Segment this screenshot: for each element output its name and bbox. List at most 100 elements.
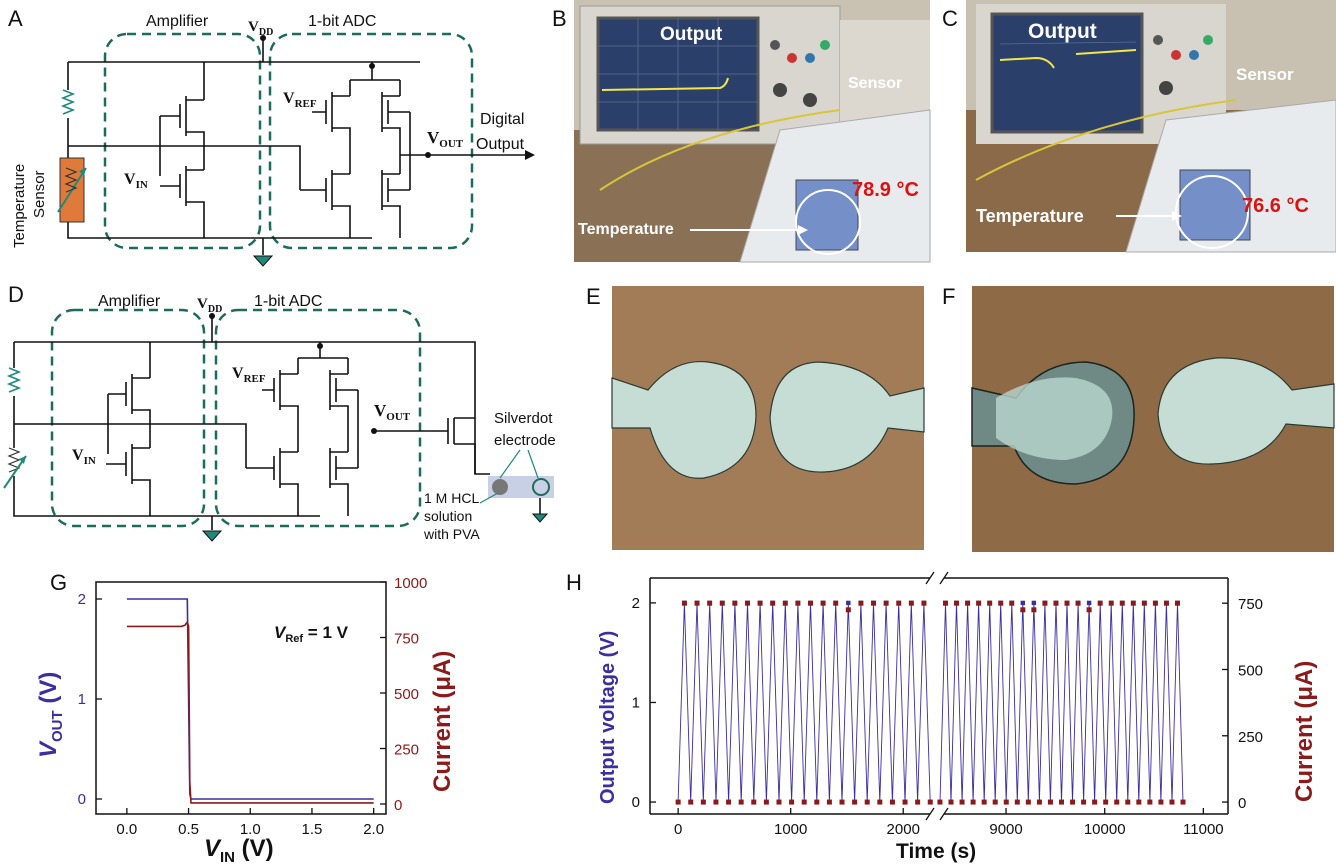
adc-box	[214, 308, 422, 528]
y2-tick-label: 1000	[394, 575, 427, 592]
silverdot-electrode-right	[532, 478, 550, 496]
current-marker	[681, 600, 687, 606]
current-marker	[814, 799, 820, 805]
y2-tick-label: 750	[394, 631, 419, 648]
y-axis-label: Output voltage (V)	[597, 631, 619, 804]
current-marker	[998, 600, 1004, 606]
current-marker	[719, 600, 725, 606]
current-marker	[1174, 600, 1180, 606]
solution-label-line1: 1 M HCL	[424, 490, 479, 506]
current-marker	[987, 600, 993, 606]
current-marker	[976, 600, 982, 606]
current-marker	[852, 799, 858, 805]
vdd-label: VDD	[248, 19, 273, 38]
current-marker	[1014, 799, 1020, 805]
current-marker	[820, 600, 826, 606]
temperature-reading-c: 76.6 °C	[1242, 195, 1309, 217]
y-tick-label: 2	[632, 595, 640, 612]
current-marker	[707, 600, 713, 606]
current-marker	[954, 600, 960, 606]
sensor-label-line1: Temperature	[11, 164, 28, 248]
amplifier-box	[50, 308, 206, 528]
amplifier-box	[103, 32, 262, 250]
current-marker	[902, 799, 908, 805]
current-marker	[789, 799, 795, 805]
current-marker	[801, 799, 807, 805]
output-label-b: Output	[660, 24, 723, 45]
digital-output-line1: Digital	[480, 111, 524, 128]
current-marker	[1158, 799, 1164, 805]
current-marker	[1047, 799, 1053, 805]
plot-frame	[95, 581, 387, 815]
ground-icon	[252, 255, 274, 267]
y2-tick-label: 250	[1238, 729, 1263, 746]
vref-label: VREF	[283, 90, 317, 110]
y-tick-label: 0	[78, 791, 86, 808]
panel-label-f: F	[942, 284, 955, 309]
y-axis-label: VOUT (V)	[35, 672, 66, 758]
current-marker	[726, 799, 732, 805]
sensor-label-line2: Sensor	[31, 170, 48, 218]
panel-f-photo: F	[942, 284, 1335, 552]
temperature-label-b: Temperature	[578, 221, 674, 238]
y2-tick-label: 500	[394, 686, 419, 703]
scope-trace	[999, 49, 1137, 69]
vout-label: VOUT	[374, 401, 411, 423]
current-marker	[1064, 600, 1070, 606]
y2-tick-label: 0	[1238, 795, 1246, 812]
current-marker	[1092, 799, 1098, 805]
circuit-wires	[6, 316, 541, 530]
current-marker	[1169, 799, 1175, 805]
amplifier-label: Amplifier	[98, 293, 161, 310]
electrode-label-line2: electrode	[494, 432, 556, 449]
x-tick-label: 0.5	[178, 821, 199, 838]
current-marker	[1003, 799, 1009, 805]
current-marker	[833, 600, 839, 606]
panel-label-h: H	[566, 570, 582, 595]
panel-label-c: C	[942, 6, 958, 31]
current-marker	[782, 600, 788, 606]
x-tick-label: 0	[674, 821, 682, 838]
amplifier-label: Amplifier	[146, 13, 209, 30]
current-marker	[1130, 600, 1136, 606]
electrode-pad-right	[769, 361, 925, 473]
current-marker	[1108, 600, 1114, 606]
y2-tick-label: 500	[1238, 662, 1263, 679]
ground-icon	[201, 530, 223, 542]
current-marker	[1058, 799, 1064, 805]
vout-marker	[1086, 600, 1092, 606]
current-marker	[1081, 799, 1087, 805]
current-marker	[1075, 600, 1081, 606]
vin-label: VIN	[72, 447, 96, 467]
current-marker	[1152, 600, 1158, 606]
current-marker	[937, 799, 943, 805]
x-axis-label: VIN (V)	[204, 835, 274, 866]
temperature-label-c: Temperature	[976, 206, 1084, 226]
current-marker	[839, 799, 845, 805]
current-marker	[1114, 799, 1120, 805]
current-marker	[896, 600, 902, 606]
scope-knobs	[770, 40, 830, 107]
current-marker	[1031, 607, 1037, 613]
current-marker	[1025, 799, 1031, 805]
panel-d-circuit: D Amplifier 1-bit ADC VDD VREF VIN VOUT …	[3, 282, 556, 542]
current-marker	[858, 600, 864, 606]
current-marker	[713, 799, 719, 805]
panel-a-circuit: A Amplifier 1-bit ADC VDD Temperature Se…	[8, 6, 535, 267]
current-marker	[738, 799, 744, 805]
current-marker	[1086, 607, 1092, 613]
scope-knobs	[1153, 35, 1213, 95]
oscilloscope-screen	[990, 12, 1144, 134]
vdd-label: VDD	[197, 296, 222, 315]
current-marker	[1163, 600, 1169, 606]
x-tick-label: 1.0	[240, 821, 261, 838]
current-marker	[981, 799, 987, 805]
panel-label-g: G	[50, 570, 67, 595]
current-marker	[732, 600, 738, 606]
current-marker	[965, 600, 971, 606]
current-series-line	[126, 620, 374, 804]
current-marker	[871, 600, 877, 606]
vout-marker	[1020, 600, 1026, 606]
current-marker	[883, 600, 889, 606]
